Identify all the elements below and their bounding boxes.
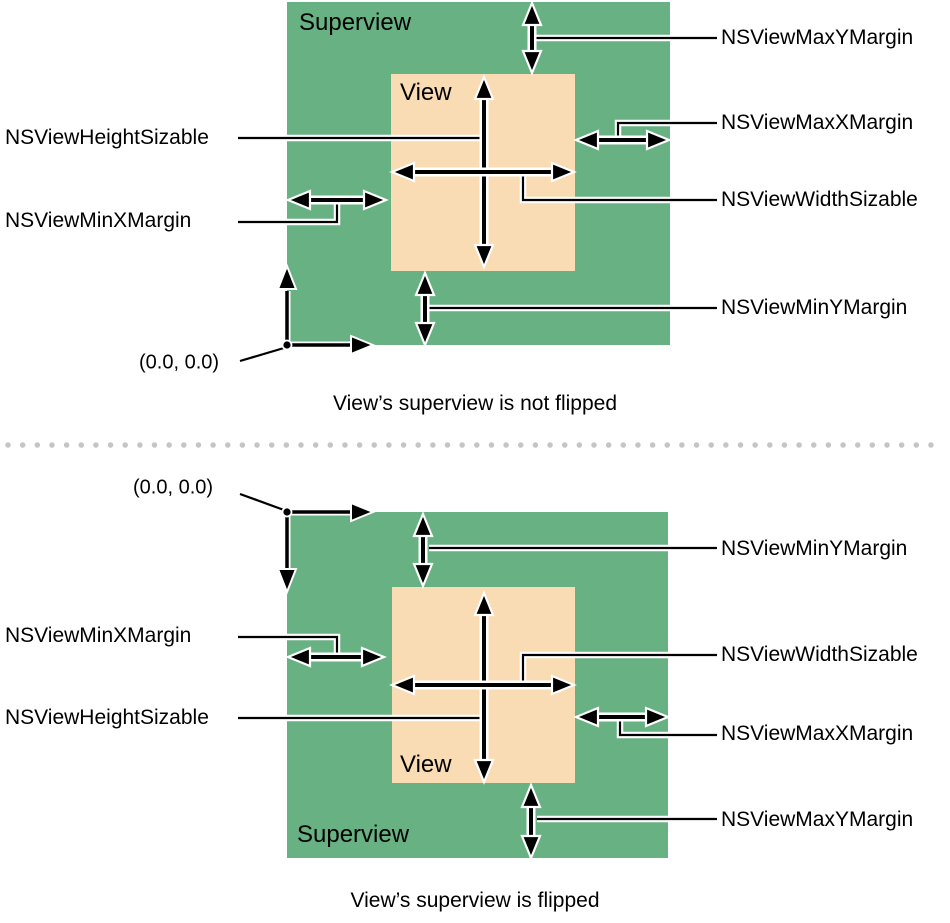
top-view-label: View (400, 79, 452, 106)
bottom-label-height-sizable: NSViewHeightSizable (5, 705, 209, 729)
bottom-superview-label: Superview (297, 821, 410, 848)
bottom-label-width-sizable: NSViewWidthSizable (721, 642, 918, 666)
top-superview-label: Superview (299, 9, 412, 36)
top-label-width-sizable: NSViewWidthSizable (721, 187, 918, 211)
bottom-width-sizable-arrow (389, 674, 577, 696)
top-label-max-y-margin: NSViewMaxYMargin (721, 25, 914, 49)
top-min-x-arrow (285, 189, 389, 211)
top-max-x-arrow (573, 129, 672, 151)
bottom-label-max-x-margin: NSViewMaxXMargin (721, 721, 914, 745)
top-label-min-y-margin: NSViewMinYMargin (721, 295, 908, 319)
top-label-max-x-margin: NSViewMaxXMargin (721, 110, 914, 134)
top-origin-axes (239, 263, 376, 364)
bottom-min-y-arrow (412, 511, 434, 589)
bottom-max-x-arrow (573, 706, 671, 728)
bottom-min-x-arrow (285, 646, 387, 668)
bottom-max-y-arrow (520, 782, 542, 861)
top-caption: View’s superview is not flipped (332, 392, 618, 415)
bottom-label-max-y-margin: NSViewMaxYMargin (721, 807, 914, 831)
bottom-leader-lines (238, 544, 717, 823)
top-width-sizable-arrow (389, 161, 577, 183)
bottom-caption: View’s superview is flipped (350, 889, 600, 912)
bottom-origin-dot (281, 506, 293, 518)
top-label-height-sizable: NSViewHeightSizable (5, 125, 209, 149)
bottom-label-min-y-margin: NSViewMinYMargin (721, 536, 908, 560)
top-origin-dot (281, 339, 293, 351)
top-leader-lines (238, 34, 717, 312)
top-min-y-arrow (414, 270, 436, 348)
bottom-origin-axes (239, 491, 376, 595)
bottom-label-min-x-margin: NSViewMinXMargin (5, 623, 192, 647)
top-label-min-x-margin: NSViewMinXMargin (5, 208, 192, 232)
bottom-view-label: View (400, 751, 452, 778)
top-origin-label: (0.0, 0.0) (139, 351, 220, 374)
top-max-y-arrow (521, 0, 543, 76)
bottom-origin-label: (0.0, 0.0) (133, 476, 214, 499)
